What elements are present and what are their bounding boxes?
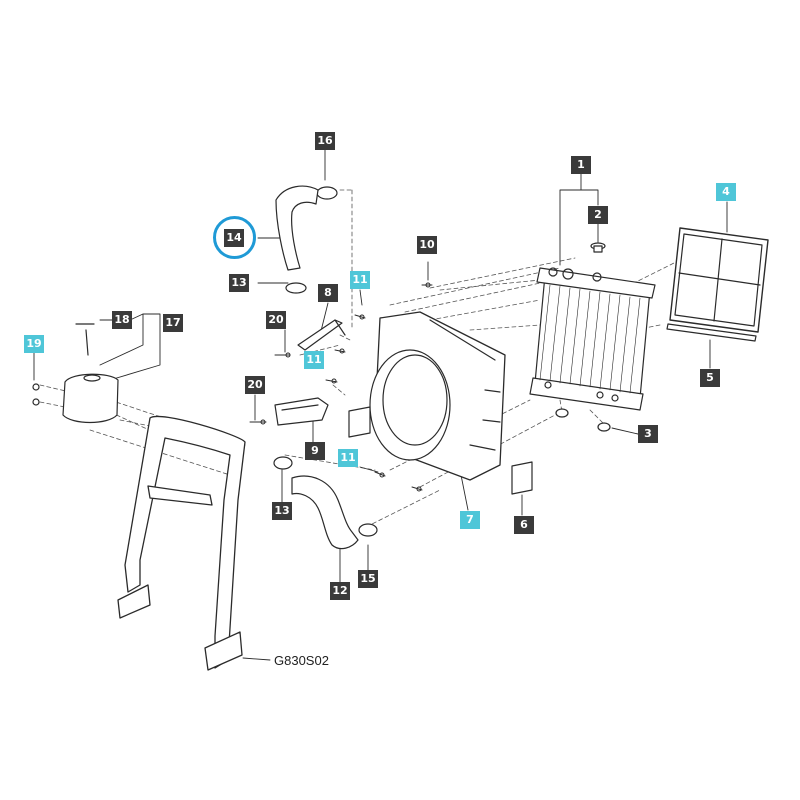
tube-bracket xyxy=(274,397,329,426)
callout-15[interactable]: 15 xyxy=(358,570,378,588)
callout-20-top[interactable]: 20 xyxy=(266,311,286,329)
callout-13-low[interactable]: 13 xyxy=(272,502,292,520)
callout-13-top[interactable]: 13 xyxy=(229,274,249,292)
callout-8[interactable]: 8 xyxy=(318,284,338,302)
washers xyxy=(32,383,40,406)
callout-9[interactable]: 9 xyxy=(305,442,325,460)
selected-part-highlight-ring xyxy=(213,216,256,259)
callout-6[interactable]: 6 xyxy=(514,516,534,534)
callout-7[interactable]: 7 xyxy=(460,511,480,529)
foam-block xyxy=(348,406,533,495)
mounting-frame xyxy=(117,415,246,671)
callout-11-low[interactable]: 11 xyxy=(338,449,358,467)
fan-shroud xyxy=(369,311,506,481)
hose-clamps xyxy=(273,186,378,537)
seal-strip xyxy=(666,323,757,342)
hose-bracket xyxy=(297,319,346,351)
callout-11-top[interactable]: 11 xyxy=(350,271,370,289)
level-gauge xyxy=(75,323,95,356)
expansion-tank xyxy=(62,373,119,424)
callout-1[interactable]: 1 xyxy=(571,156,591,174)
drawing-reference-code: G830S02 xyxy=(274,653,329,668)
callout-12[interactable]: 12 xyxy=(330,582,350,600)
radiator-cap xyxy=(590,242,606,253)
callout-10[interactable]: 10 xyxy=(417,236,437,254)
callout-17[interactable]: 17 xyxy=(163,314,183,332)
callout-3[interactable]: 3 xyxy=(638,425,658,443)
upper-hose xyxy=(275,185,319,271)
lower-hose xyxy=(291,475,359,550)
callout-14[interactable]: 14 xyxy=(224,229,244,247)
callout-16[interactable]: 16 xyxy=(315,132,335,150)
radiator-screen xyxy=(669,227,769,333)
callout-4[interactable]: 4 xyxy=(716,183,736,201)
callout-19[interactable]: 19 xyxy=(24,335,44,353)
callout-18[interactable]: 18 xyxy=(112,311,132,329)
radiator xyxy=(529,267,656,411)
fastener-screws xyxy=(249,282,433,492)
callout-2[interactable]: 2 xyxy=(588,206,608,224)
callout-5[interactable]: 5 xyxy=(700,369,720,387)
callout-11-mid[interactable]: 11 xyxy=(304,351,324,369)
callout-20-low[interactable]: 20 xyxy=(245,376,265,394)
radiator-mount xyxy=(555,408,611,432)
